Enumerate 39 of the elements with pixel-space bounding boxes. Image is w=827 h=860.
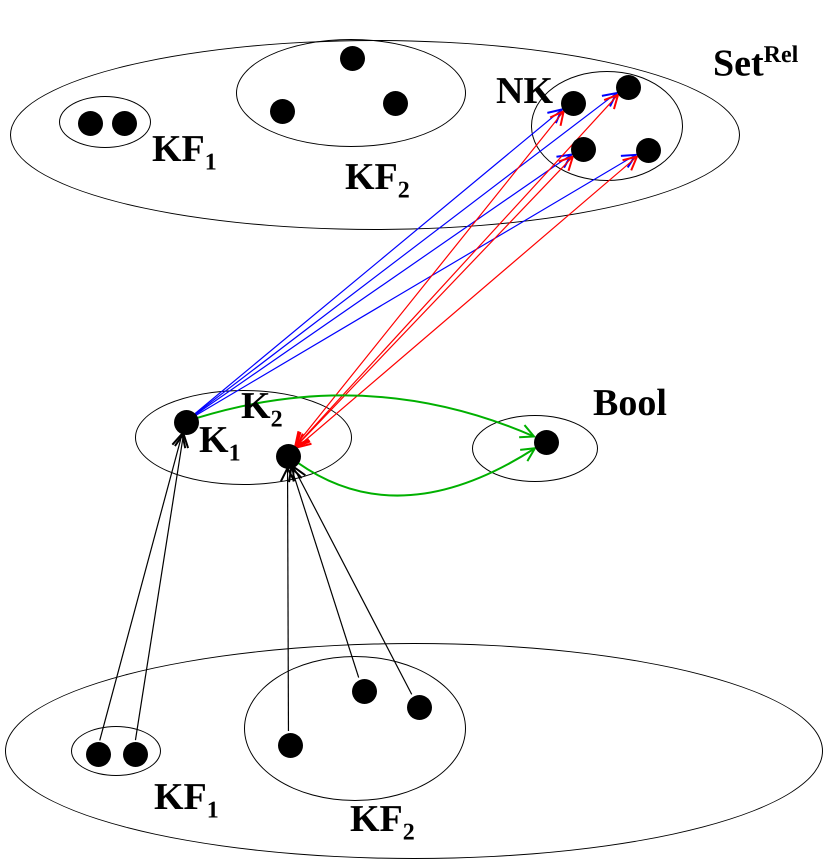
point-dot [383, 91, 408, 116]
point-dot [407, 695, 432, 720]
point-label: K$_{1}$ [199, 421, 241, 466]
point-dot [340, 46, 365, 71]
arrow [288, 466, 360, 678]
set-ellipse [135, 390, 352, 485]
point-dot [86, 742, 111, 767]
point-dot [278, 733, 303, 758]
arrow [195, 154, 572, 415]
set-label: KF$_{1}$ [152, 130, 217, 175]
point-dot [534, 430, 559, 455]
arrow [280, 467, 296, 731]
set-label: KF$_{2}$ [345, 158, 410, 203]
arrow [296, 156, 638, 448]
set-label: Set$^{Rel}$ [713, 43, 798, 83]
arrow [292, 466, 412, 695]
set-ellipse [5, 643, 823, 859]
arrow [194, 108, 563, 414]
arrow [196, 154, 637, 416]
set-label: KF$_{2}$ [350, 800, 415, 845]
point-dot [112, 111, 137, 136]
point-dot [571, 137, 596, 162]
arrow [197, 394, 536, 439]
arrow [294, 110, 565, 447]
point-dot [123, 742, 148, 767]
point-dot [78, 111, 103, 136]
point-dot [561, 91, 586, 116]
arrow [195, 92, 618, 414]
arrow [295, 156, 574, 448]
point-dot [616, 75, 641, 100]
point-dot [352, 679, 377, 704]
set-label: KF$_{1}$ [154, 778, 219, 823]
arrow [99, 432, 186, 741]
point-dot [270, 99, 295, 124]
set-label: Bool [593, 384, 667, 422]
point-dot [636, 138, 661, 163]
set-label: NK [496, 72, 553, 110]
arrow [134, 432, 190, 740]
arrow [297, 447, 536, 496]
